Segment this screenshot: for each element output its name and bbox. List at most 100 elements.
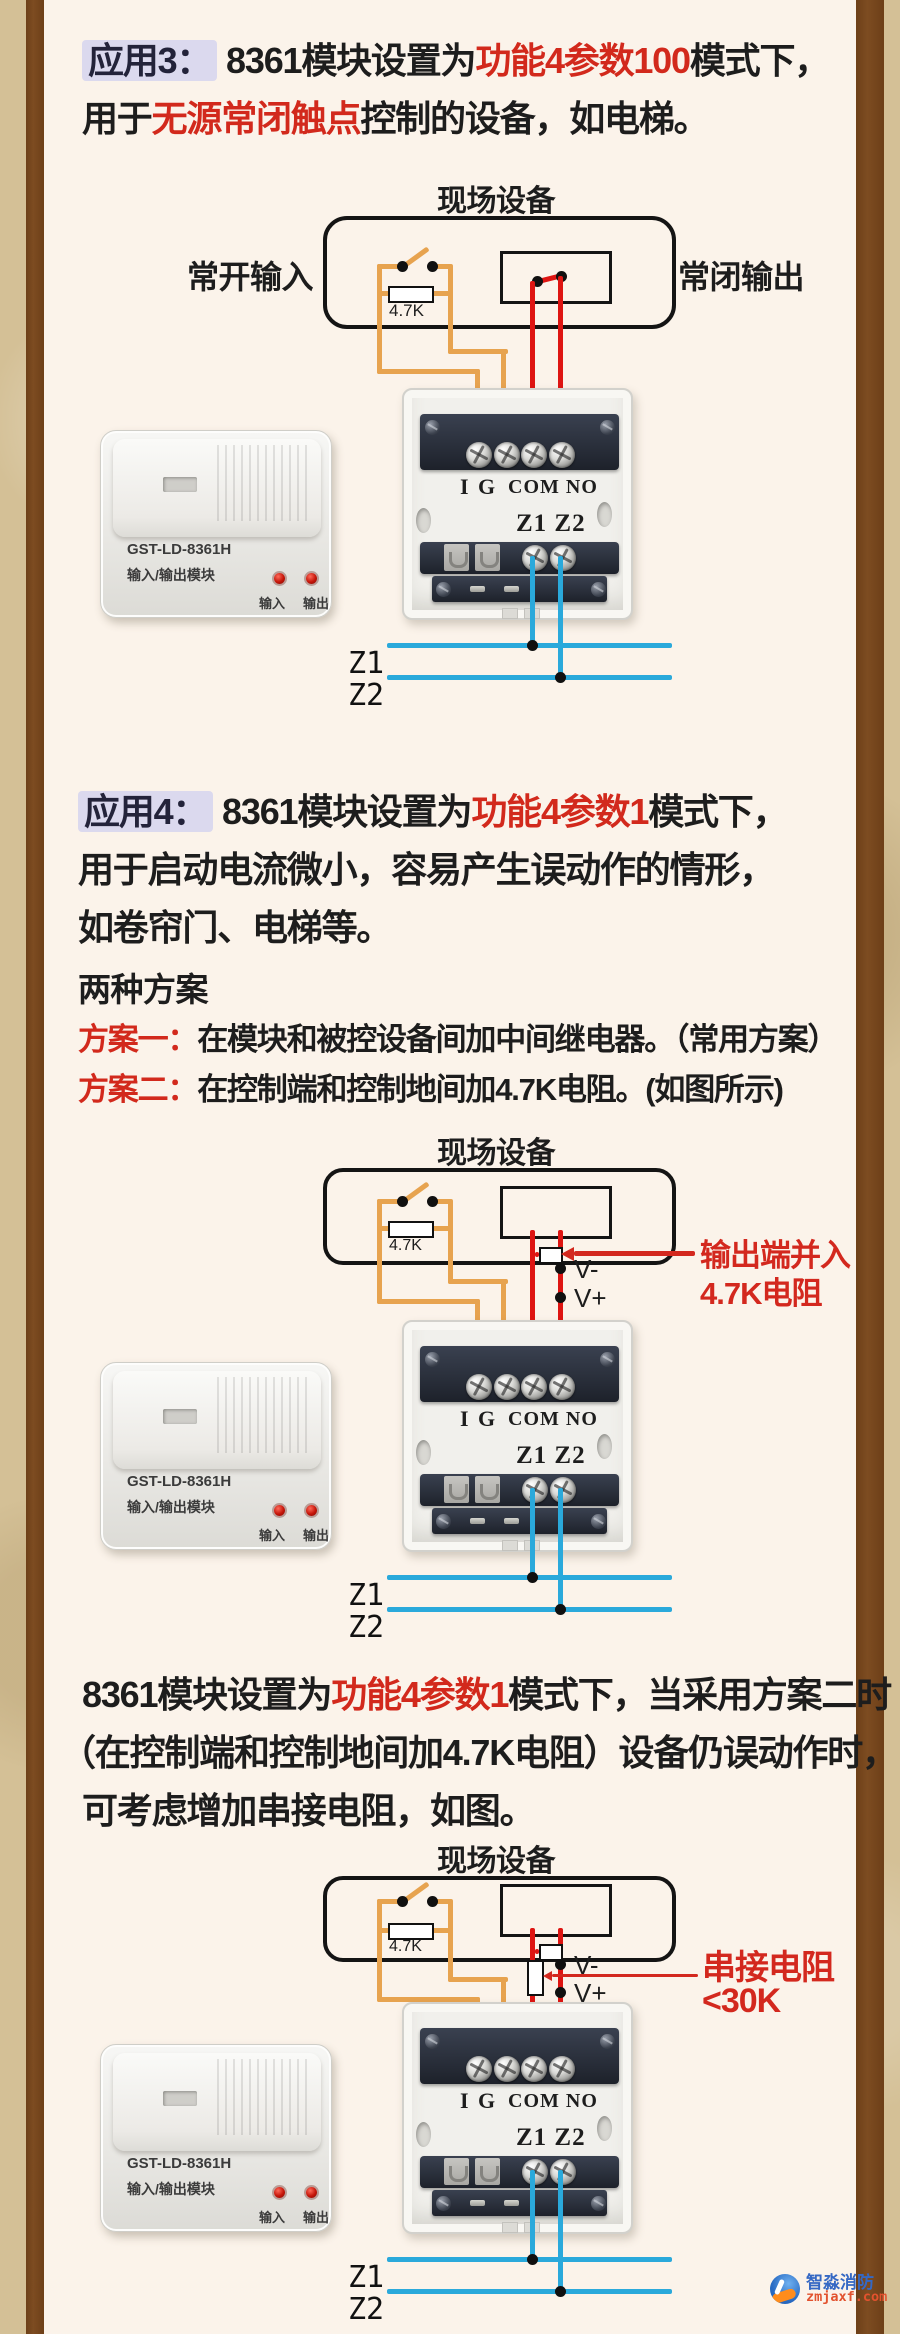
- strip-end-screw-icon: [436, 1514, 451, 1529]
- screw-terminal-i-icon: [466, 442, 492, 468]
- terminal-clamp-icon: [444, 544, 469, 571]
- module-slot: [163, 1409, 197, 1424]
- screw-terminal-z2-icon: [550, 2159, 576, 2185]
- d1-terminal-plate: I G COM NO Z1 Z2: [402, 388, 633, 620]
- plan1-label: 方案一：: [78, 1022, 198, 1057]
- screw-terminal-no-icon: [549, 2056, 575, 2082]
- terminal-label-com-no: COM NO: [508, 476, 598, 498]
- wire-segment: [448, 1899, 453, 1982]
- strip-end-screw-icon: [436, 582, 451, 597]
- module-led-label-in: 输入: [259, 2210, 286, 2225]
- v-plus-dot: [555, 1292, 566, 1303]
- app4-heading: 应用4： 8361模块设置为功能4参数1模式下，: [78, 783, 789, 835]
- module-led-label-out: 输出: [303, 596, 330, 611]
- input-led-icon: [274, 2187, 285, 2198]
- frame-right-border: [856, 0, 884, 2334]
- wire-segment: [448, 264, 453, 354]
- d1-no-input-label: 常开输入: [187, 259, 314, 295]
- terminal-strip-thin: [432, 1508, 607, 1534]
- d2-title: 现场设备: [437, 1137, 556, 1170]
- terminal-label-ig: I G: [460, 2088, 498, 2113]
- input-led-icon: [274, 1505, 285, 1516]
- module-slot: [163, 477, 197, 492]
- note-line1: 8361模块设置为功能4参数1模式下，当采用方案二时: [82, 1666, 892, 1718]
- terminal-strip-thin: [432, 576, 607, 602]
- annotation-arrowhead-icon: [561, 1247, 574, 1261]
- terminal-label-ig: I G: [460, 1406, 498, 1431]
- terminal-plate-body: I G COM NO Z1 Z2: [402, 388, 633, 620]
- v-minus-dot: [555, 1263, 566, 1274]
- wire-segment: [377, 1928, 390, 1933]
- clamp-metal-icon: [480, 2166, 499, 2182]
- wire-segment: [448, 1199, 453, 1284]
- plan1-text: 在模块和被控设备间加中间继电器。: [197, 1022, 675, 1057]
- annotation-arrowhead-icon: [543, 1971, 552, 1981]
- d2-z1-label: Z1: [348, 1578, 385, 1613]
- module-photo-body: GST-LD-8361H 输入/输出模块 输入 输出: [100, 1362, 332, 1550]
- app3-l2b: 控制的设备，如电梯。: [360, 98, 709, 139]
- wire-segment: [377, 1199, 382, 1304]
- mount-hole-icon: [416, 508, 431, 533]
- z2-bus-line: [387, 2289, 672, 2294]
- strip-end-screw-icon: [600, 420, 615, 435]
- d1-z1-label: Z1: [348, 646, 385, 681]
- d1-title: 现场设备: [437, 185, 556, 218]
- wire-segment: [530, 556, 535, 648]
- screw-terminal-com-icon: [521, 1374, 547, 1400]
- resistor-4k7-icon: [388, 1221, 434, 1238]
- switch-contact-dot: [397, 261, 408, 272]
- frame-left-border: [26, 0, 44, 2334]
- clamp-metal-icon: [449, 552, 468, 568]
- resistor-4k7-icon: [388, 1923, 434, 1940]
- d2-v-plus-label: V+: [574, 1283, 607, 1313]
- wire-segment: [436, 1199, 452, 1204]
- terminal-label-z1z2: Z1 Z2: [516, 1442, 586, 1469]
- app4-em1: 功能4参数1: [471, 791, 649, 832]
- screw-terminal-no-icon: [549, 442, 575, 468]
- note-seg2: 模式下，当采用方案二时: [508, 1674, 892, 1715]
- app3-em1: 功能4参数100: [475, 40, 691, 81]
- wire-segment: [448, 1977, 508, 1982]
- wire-segment: [428, 1226, 452, 1231]
- d1-module-photo: GST-LD-8361H 输入/输出模块 输入 输出: [100, 430, 332, 618]
- d3-v-minus-label: V-: [574, 1950, 599, 1980]
- strip-end-screw-icon: [600, 2034, 615, 2049]
- input-led-icon: [274, 573, 285, 584]
- mount-hole-icon: [597, 2116, 612, 2141]
- v-plus-dot: [555, 1987, 566, 1998]
- note-em1: 功能4参数1: [331, 1674, 509, 1715]
- junction-dot: [527, 640, 538, 651]
- d3-field-device-box: [323, 1876, 676, 1962]
- strip-end-screw-icon: [591, 582, 606, 597]
- output-led-icon: [306, 1505, 317, 1516]
- wire-segment: [377, 1299, 480, 1304]
- d3-output-device-box: [500, 1884, 612, 1937]
- mount-hole-icon: [416, 2122, 431, 2147]
- wire-segment: [436, 1899, 452, 1904]
- app4-badge: 应用4：: [78, 791, 214, 832]
- module-type-label: 输入/输出模块: [127, 2181, 215, 2197]
- d2-field-device-box: [323, 1168, 676, 1265]
- app4-seg1: 8361模块设置为: [222, 791, 472, 832]
- screw-terminal-z1-icon: [522, 545, 548, 571]
- screw-terminal-g-icon: [494, 442, 520, 468]
- wire-segment: [377, 1199, 405, 1204]
- wire-segment: [535, 1949, 539, 1954]
- d2-output-device-box: [500, 1186, 612, 1239]
- junction-dot: [555, 1604, 566, 1615]
- screw-terminal-i-icon: [466, 1374, 492, 1400]
- wire-segment: [377, 1899, 382, 2002]
- metal-contact-icon: [504, 1518, 519, 1524]
- metal-contact-icon: [470, 1518, 485, 1524]
- metal-contact-icon: [470, 2200, 485, 2206]
- clamp-metal-icon: [449, 1484, 468, 1500]
- screw-terminal-no-icon: [549, 1374, 575, 1400]
- terminal-strip-top: [420, 2028, 619, 2084]
- terminal-strip-top: [420, 1346, 619, 1402]
- note-line3: 可考虑增加串接电阻，如图。: [82, 1790, 536, 1831]
- d3-resistor-label: 4.7K: [389, 1938, 422, 1955]
- wire-segment: [558, 556, 563, 680]
- d2-terminal-plate: I G COM NO Z1 Z2: [402, 1320, 633, 1552]
- d3-module-photo: GST-LD-8361H 输入/输出模块 输入 输出: [100, 2044, 332, 2232]
- module-led-label-in: 输入: [259, 1528, 286, 1543]
